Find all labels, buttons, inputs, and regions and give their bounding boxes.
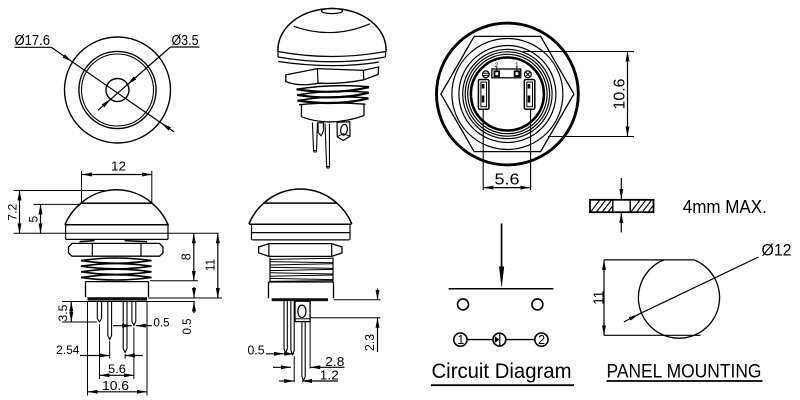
svg-text:2.54: 2.54	[56, 343, 80, 357]
svg-text:2: 2	[538, 333, 545, 347]
svg-text:12: 12	[111, 159, 126, 174]
svg-text:Ø17.6: Ø17.6	[15, 32, 51, 49]
svg-text:4mm MAX.: 4mm MAX.	[683, 196, 767, 217]
svg-text:2.8: 2.8	[325, 354, 344, 369]
svg-text:1: 1	[457, 333, 464, 347]
svg-text:11: 11	[204, 259, 218, 271]
svg-text:Circuit Diagram: Circuit Diagram	[432, 359, 572, 383]
svg-text:0.5: 0.5	[248, 342, 265, 357]
svg-text:PANEL MOUNTING: PANEL MOUNTING	[607, 362, 762, 383]
svg-text:2: 2	[495, 62, 499, 69]
svg-text:8: 8	[180, 253, 194, 260]
svg-text:Ø12: Ø12	[762, 242, 792, 260]
svg-text:5: 5	[26, 216, 40, 223]
svg-text:11: 11	[591, 291, 608, 305]
svg-text:1.2: 1.2	[320, 368, 339, 383]
svg-text:0.5: 0.5	[180, 318, 194, 334]
svg-text:10.6: 10.6	[612, 78, 629, 109]
svg-text:7.2: 7.2	[5, 203, 19, 220]
svg-text:1: 1	[515, 62, 519, 69]
svg-text:2.3: 2.3	[362, 334, 377, 351]
svg-text:3.5: 3.5	[56, 304, 70, 321]
svg-text:5.6: 5.6	[495, 171, 520, 188]
svg-text:0.5: 0.5	[154, 316, 170, 330]
svg-text:10.6: 10.6	[102, 379, 129, 393]
svg-text:Ø3.5: Ø3.5	[172, 32, 199, 49]
svg-text:5.6: 5.6	[108, 362, 126, 376]
